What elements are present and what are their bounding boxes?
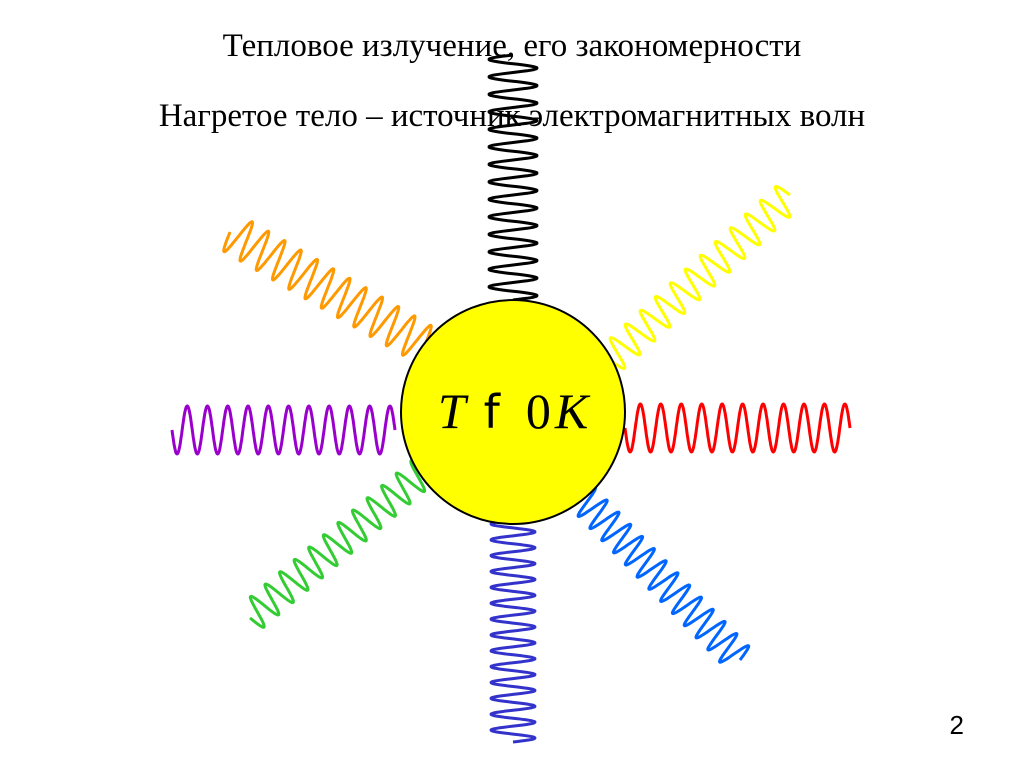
formula-unit: K: [554, 383, 591, 439]
wave-lower-right: [564, 486, 751, 664]
wave-upper-right: [608, 185, 792, 370]
wave-group: [170, 53, 852, 744]
wave-bottom: [489, 518, 537, 744]
temperature-formula: T f 0 K: [438, 383, 591, 439]
hot-body-circle: [400, 299, 626, 525]
formula-symbol: f: [484, 385, 502, 439]
wave-upper-left: [222, 220, 433, 357]
page-number: 2: [949, 710, 964, 740]
wave-right: [623, 402, 852, 454]
wave-top: [487, 53, 539, 302]
formula-var: T: [438, 383, 469, 439]
slide-title: Тепловое излучение, его закономерности: [222, 28, 802, 64]
wave-left: [170, 404, 397, 456]
wave-lower-left: [248, 459, 427, 629]
slide-subtitle: Нагретое тело – источник электромагнитны…: [158, 98, 866, 134]
formula-num: 0: [526, 383, 551, 439]
